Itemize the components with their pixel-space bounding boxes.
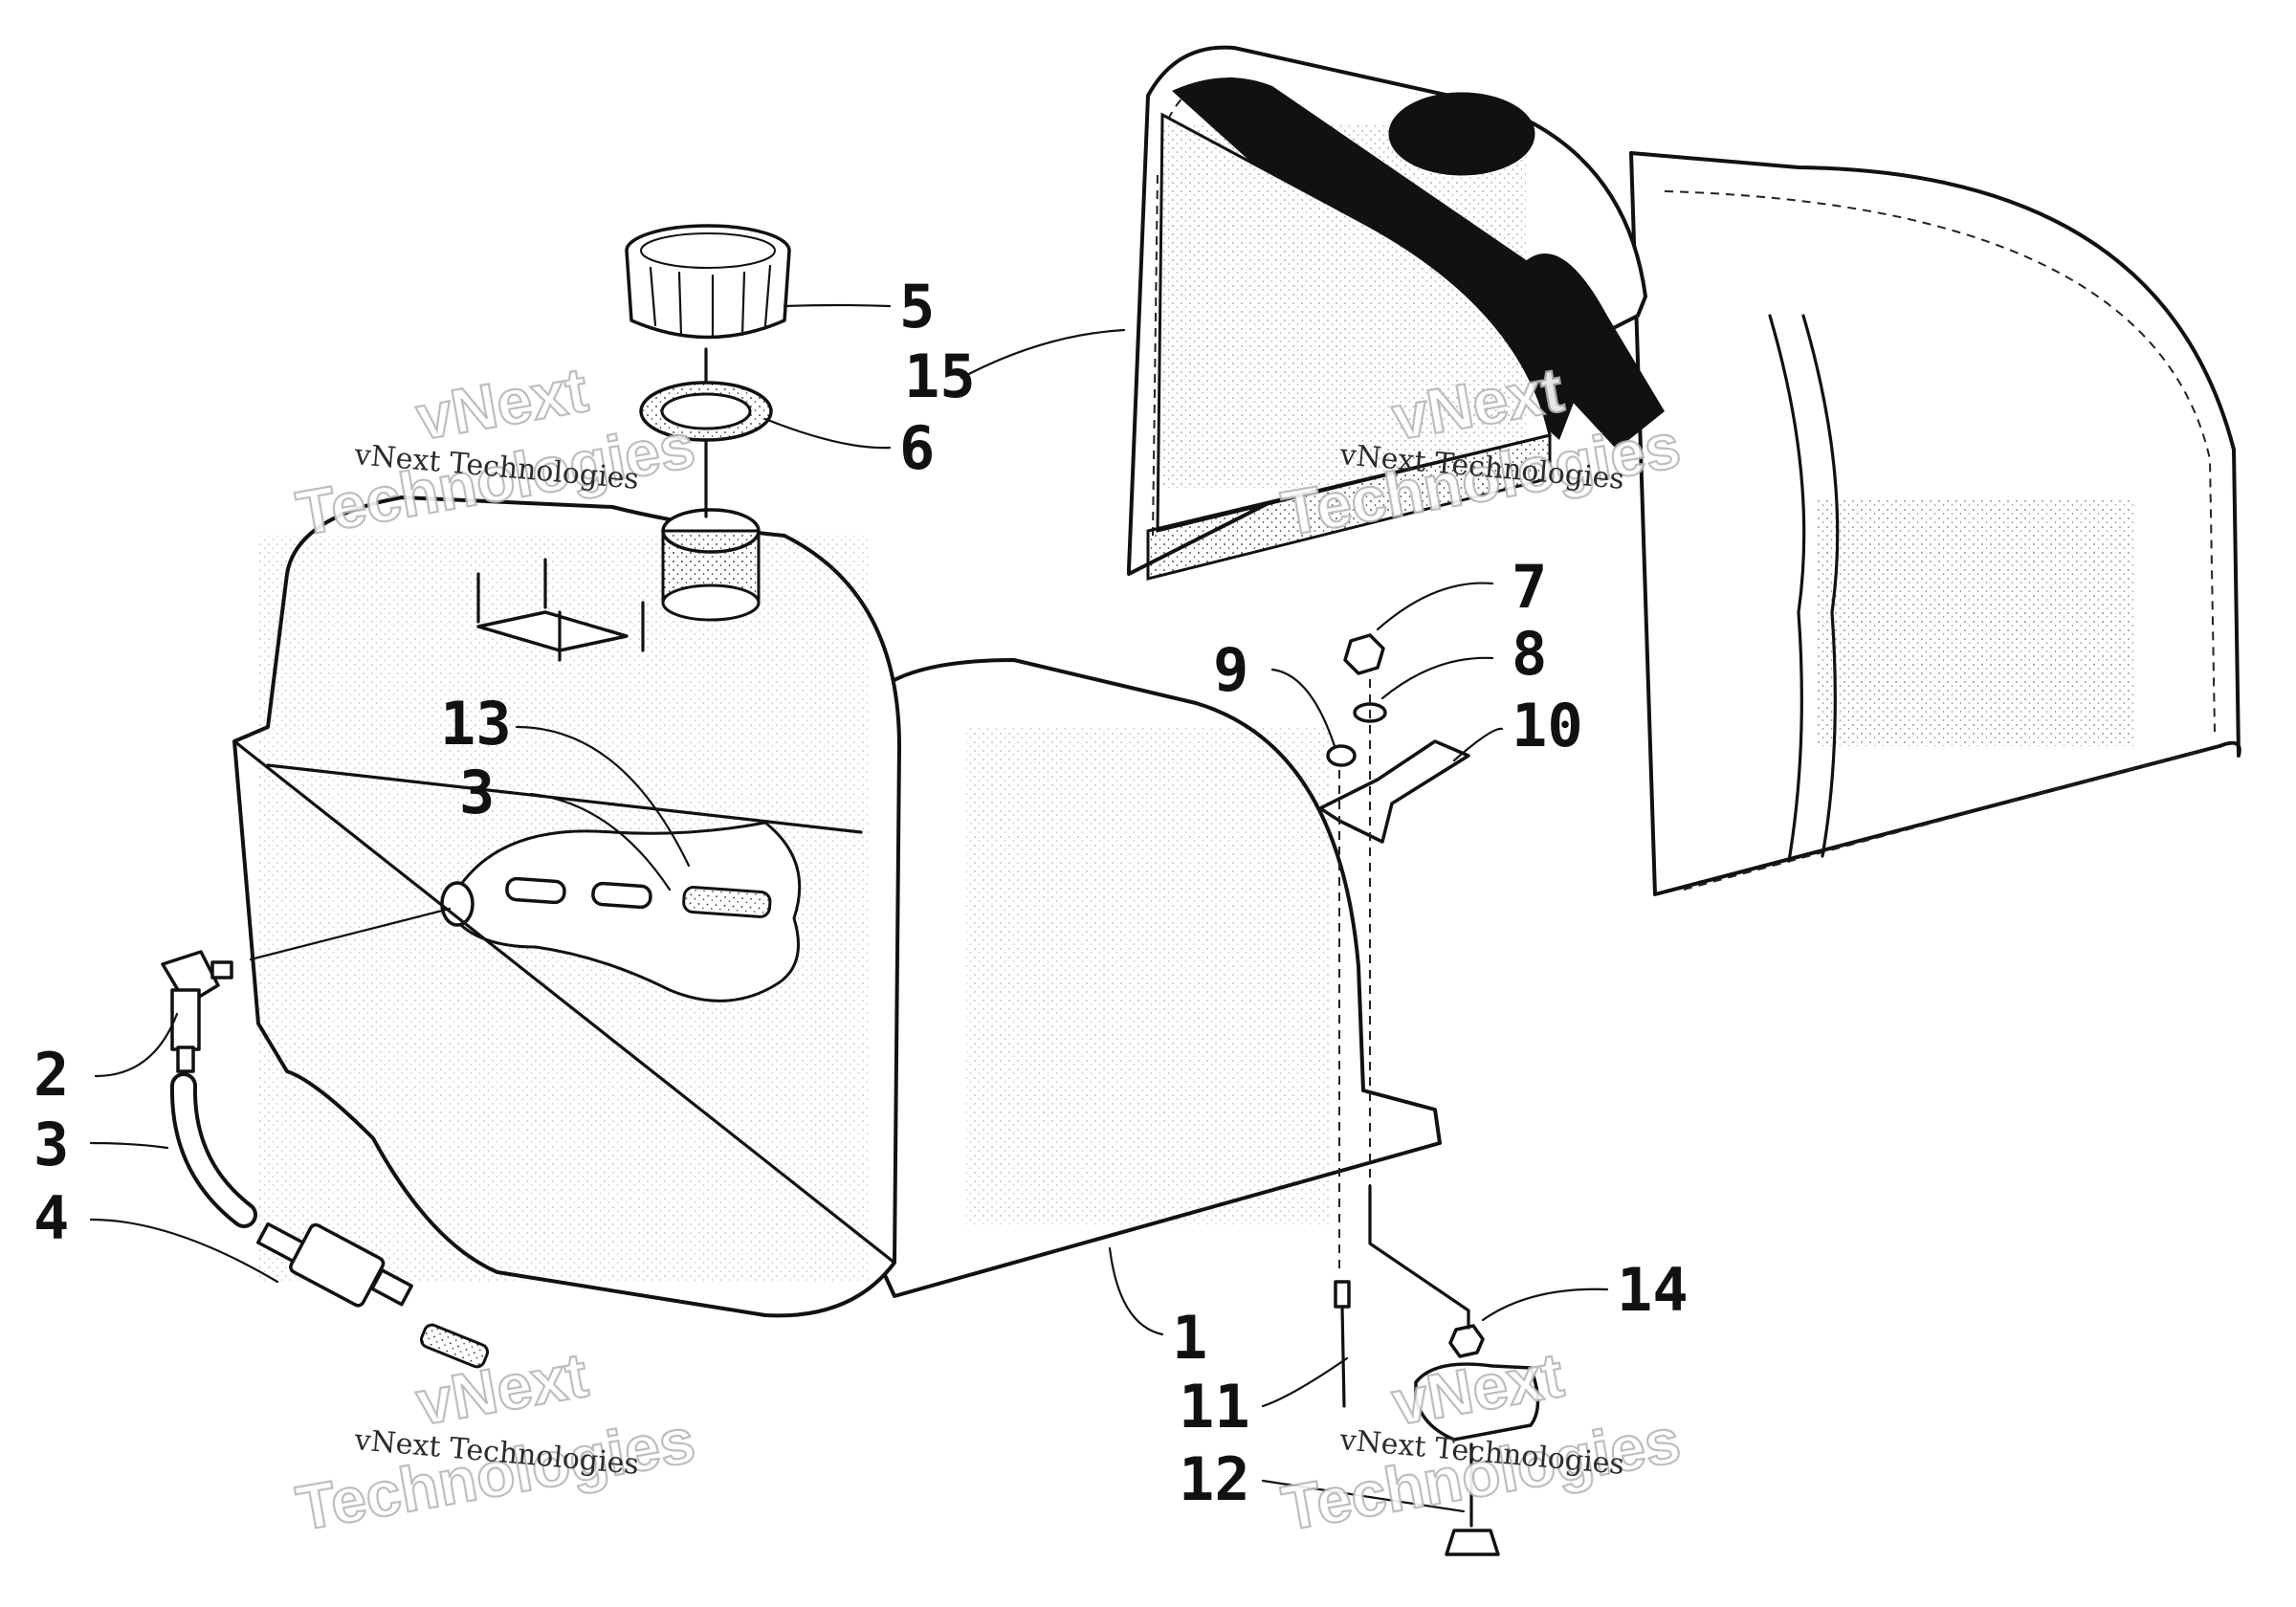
callout-5: 5 [899, 272, 935, 341]
callout-9: 9 [1213, 635, 1248, 705]
callout-3-inner: 3 [459, 758, 495, 827]
callout-4: 4 [33, 1183, 69, 1253]
callout-12: 12 [1179, 1444, 1250, 1514]
callout-6: 6 [899, 413, 935, 483]
washer-small-part [1326, 744, 1357, 767]
callout-8: 8 [1512, 619, 1547, 689]
leader-lines [89, 303, 1609, 1513]
callout-labels: 1 2 3 3 4 5 6 7 8 9 10 11 12 13 14 15 [33, 272, 1689, 1514]
rivet-part [1334, 1280, 1351, 1408]
callout-10: 10 [1512, 691, 1583, 760]
bracket-part [1318, 739, 1470, 844]
elbow-fitting-part [161, 950, 233, 1073]
lock-nut-part [1448, 1324, 1485, 1358]
cap-seal-part [639, 381, 773, 442]
hex-nut-part [1343, 633, 1385, 675]
callout-15: 15 [904, 341, 976, 411]
fuel-filter-part [256, 1222, 490, 1369]
watermark-bottom-left: vNext Technologies vNext Technologies [290, 1338, 700, 1545]
plate-part [1414, 1362, 1540, 1442]
callout-1: 1 [1172, 1303, 1207, 1373]
svg-text:vNext: vNext [1387, 1339, 1569, 1439]
callout-3-hose: 3 [33, 1110, 69, 1179]
callout-2: 2 [33, 1040, 69, 1110]
callout-14: 14 [1617, 1255, 1689, 1325]
callout-11: 11 [1179, 1372, 1250, 1442]
callout-13: 13 [440, 689, 512, 759]
fuel-tank-part [232, 495, 1442, 1318]
fuel-hose-part [169, 1072, 257, 1228]
hex-bolt-part [1445, 1442, 1500, 1556]
fuel-cap-part [625, 224, 791, 340]
watermark-bottom-right: vNext Technologies vNext Technologies [1275, 1338, 1686, 1545]
seat-cover-part [1127, 45, 2241, 896]
callout-7: 7 [1512, 552, 1547, 622]
svg-text:vNext: vNext [411, 1339, 593, 1439]
